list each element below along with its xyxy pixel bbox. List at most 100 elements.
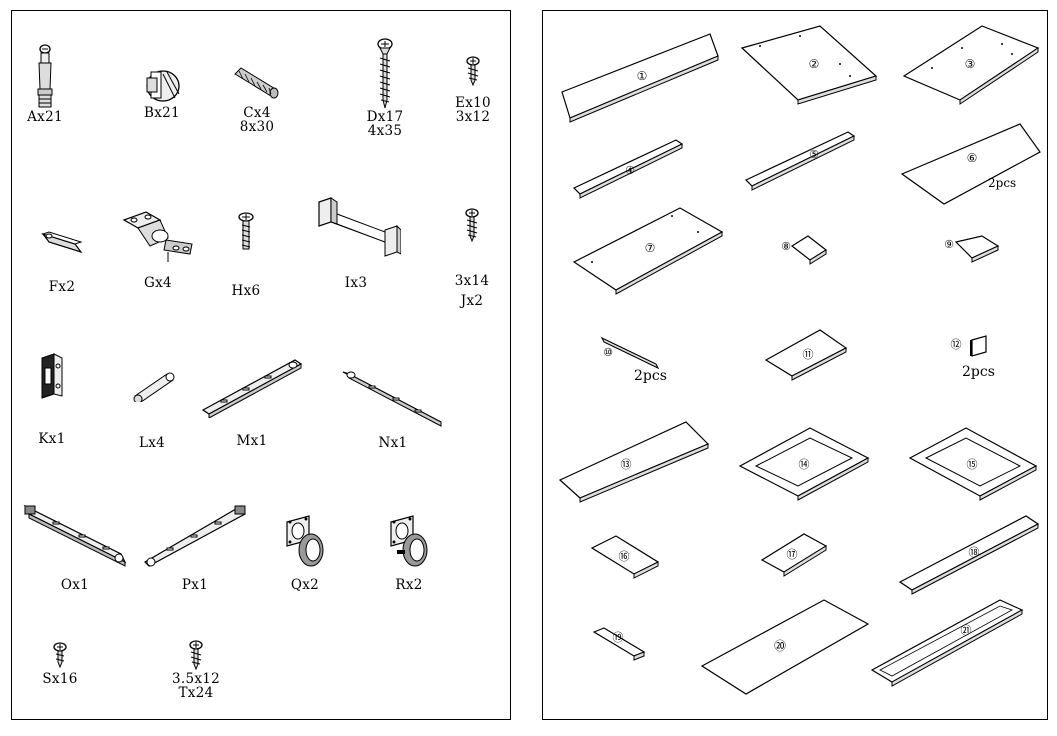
part-20: ⑳ — [700, 598, 870, 698]
wood-screw-icon — [377, 38, 393, 109]
hardware-j: 3x14 Jx2 — [450, 208, 494, 308]
part-20-number: ⑳ — [774, 639, 786, 653]
small-screw-icon — [465, 208, 479, 242]
magnetic-catch-icon — [41, 353, 63, 399]
hardware-e: Ex10 3x12 — [452, 56, 494, 124]
drawer-slide-right-icon — [342, 371, 442, 427]
hardware-n: Nx1 — [338, 366, 448, 450]
hardware-j-label: Jx2 — [460, 293, 484, 309]
part-5-number: ⑤ — [809, 148, 819, 161]
hardware-n-label: Nx1 — [378, 435, 408, 451]
part-13: ⑬ — [558, 420, 710, 503]
hardware-t-label: Tx24 — [178, 685, 214, 701]
hardware-panel — [11, 10, 511, 720]
hardware-f: Fx2 — [34, 228, 90, 294]
part-14-number: ⑭ — [799, 458, 810, 471]
part-7-panel-icon: ⑦ — [572, 207, 724, 295]
part-5: ⑤ — [744, 128, 858, 194]
hardware-e-size: 3x12 — [455, 109, 491, 125]
part-9: ⑨ — [942, 234, 1000, 264]
part-11: ⑪ — [764, 328, 848, 381]
part-16: ⑯ — [590, 534, 660, 579]
part-16-panel-icon: ⑯ — [590, 535, 660, 579]
part-8-number: ⑧ — [781, 240, 791, 253]
hardware-f-label: Fx2 — [48, 279, 76, 295]
caster-wheel-brake-icon — [390, 515, 428, 567]
hardware-o-label: Ox1 — [60, 577, 90, 593]
part-7: ⑦ — [572, 206, 724, 298]
hardware-b-label: Bx21 — [144, 105, 180, 121]
part-10-number: ⑩ — [603, 346, 613, 359]
part-1-panel-icon: ① — [561, 33, 719, 123]
hardware-k-label: Kx1 — [38, 431, 66, 447]
part-16-number: ⑯ — [619, 550, 630, 563]
part-12-quantity: 2pcs — [962, 364, 995, 380]
part-12: ⑫ — [948, 334, 992, 360]
hardware-a-label: Ax21 — [27, 109, 63, 125]
part-2-panel-icon: ② — [740, 25, 878, 105]
part-6: ⑥ — [900, 122, 1042, 206]
part-4: ④ — [572, 136, 686, 202]
small-screw-icon — [189, 640, 203, 670]
part-6-panel-icon: ⑥ — [900, 123, 1041, 205]
hardware-g-label: Gx4 — [144, 275, 172, 291]
caster-wheel-icon — [286, 515, 324, 567]
shelf-pin-icon — [133, 372, 175, 402]
part-21: ㉑ — [870, 598, 1026, 690]
part-19-number: ⑲ — [613, 631, 624, 644]
hardware-o: Ox1 — [22, 502, 128, 592]
part-1: ① — [560, 30, 720, 126]
part-19: ⑲ — [592, 626, 646, 662]
machine-screw-icon — [238, 212, 254, 250]
part-3-panel-icon: ③ — [902, 25, 1040, 105]
hardware-g: Gx4 — [118, 208, 198, 290]
part-19-block-icon: ⑲ — [592, 627, 646, 661]
part-15: ⑮ — [908, 426, 1038, 506]
hardware-h-label: Hx6 — [231, 283, 261, 299]
wood-dowel-icon — [234, 67, 279, 99]
part-11-shelf-icon: ⑪ — [764, 329, 848, 381]
part-17-number: ⑰ — [787, 548, 798, 561]
part-7-number: ⑦ — [645, 241, 656, 255]
hardware-q: Qx2 — [280, 514, 330, 592]
part-21-rail-icon: ㉑ — [870, 599, 1024, 687]
part-2-number: ② — [809, 57, 820, 71]
part-3-number: ③ — [965, 57, 976, 71]
part-15-number: ⑮ — [967, 458, 978, 471]
hardware-l-label: Lx4 — [138, 435, 166, 451]
part-11-number: ⑪ — [803, 348, 814, 361]
hardware-c-size: 8x30 — [239, 119, 275, 135]
part-4-rail-icon: ④ — [572, 139, 684, 199]
hardware-r-label: Rx2 — [395, 577, 423, 593]
part-8-block-icon: ⑧ — [781, 235, 828, 265]
hardware-r: Rx2 — [384, 514, 434, 592]
hardware-i-label: Ix3 — [344, 275, 368, 291]
part-14-frame-icon: ⑭ — [738, 427, 870, 501]
door-handle-icon — [318, 197, 401, 257]
part-5-rail-icon: ⑤ — [744, 131, 856, 191]
hardware-p: Px1 — [142, 502, 248, 592]
part-12-block-icon: ⑫ — [951, 335, 987, 357]
part-8: ⑧ — [778, 234, 830, 265]
part-13-number: ⑬ — [621, 458, 632, 471]
short-screw-icon — [53, 642, 67, 668]
hardware-m-label: Mx1 — [236, 433, 268, 449]
part-13-panel-icon: ⑬ — [558, 421, 710, 503]
hardware-m: Mx1 — [198, 356, 306, 448]
hardware-c-label: Cx4 — [243, 105, 271, 121]
part-10-rod-icon: ⑩ — [600, 336, 660, 370]
part-2: ② — [740, 24, 880, 108]
part-20-panel-icon: ⑳ — [700, 599, 870, 695]
part-9-block-icon: ⑨ — [944, 235, 1000, 263]
hardware-d-label: Dx17 — [366, 109, 404, 125]
hardware-h: Hx6 — [224, 212, 268, 298]
part-18-number: ⑱ — [969, 546, 980, 559]
hardware-s: Sx16 — [38, 642, 82, 686]
part-10: ⑩ — [598, 334, 662, 370]
part-1-number: ① — [637, 69, 648, 83]
part-10-quantity: 2pcs — [634, 368, 667, 384]
hardware-c: Cx4 8x30 — [228, 66, 286, 134]
connector-plate-icon — [41, 231, 83, 254]
hardware-s-label: Sx16 — [42, 671, 78, 687]
part-17: ⑰ — [760, 532, 828, 577]
